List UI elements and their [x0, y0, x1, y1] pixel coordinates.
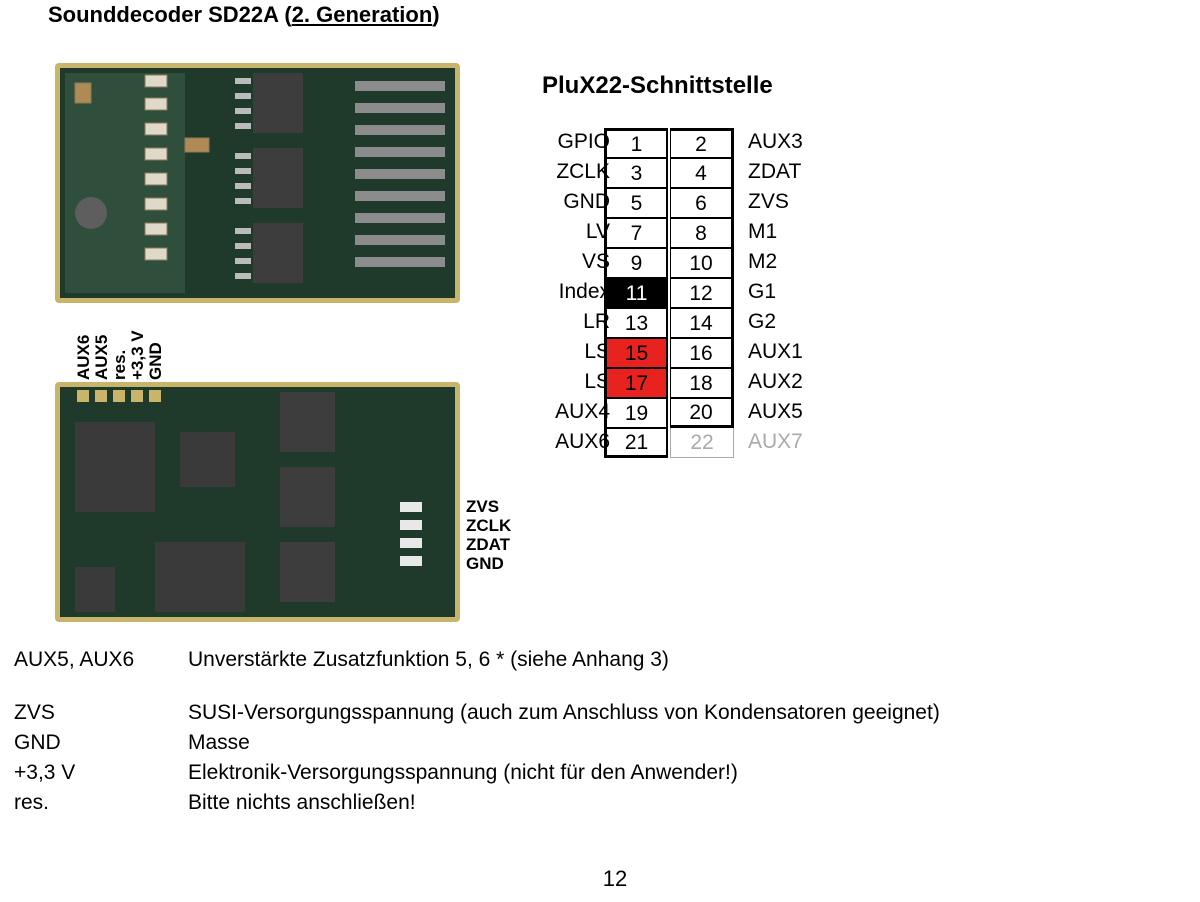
- definition-value: Bitte nichts anschließen!: [188, 791, 416, 814]
- pin-right-name: AUX1: [748, 340, 803, 363]
- page-title: Sounddecoder SD22A (2. Generation): [48, 2, 440, 27]
- pin-left-name: LV: [585, 220, 610, 243]
- pin-number: 6: [670, 188, 734, 218]
- pin-row: AUX6 21 22 AUX7: [520, 428, 840, 458]
- pin-right-name: AUX5: [748, 400, 803, 423]
- definition-key: res.: [14, 791, 50, 814]
- pin-row: LR 13 14 G2: [520, 308, 840, 338]
- pin-number: 14: [670, 308, 734, 338]
- pin-right-name: ZVS: [748, 190, 789, 213]
- decoder-bottom-photo: [55, 382, 460, 622]
- pin-left-name: GND: [563, 190, 610, 213]
- pin-right-name: G2: [748, 310, 777, 333]
- label-gnd-side: GND: [466, 554, 504, 573]
- pin-number: 1: [604, 128, 668, 158]
- definition-value: Unverstärkte Zusatzfunktion 5, 6 * (sieh…: [188, 648, 669, 671]
- pin-row: VS 9 10 M2: [520, 248, 840, 278]
- pin-number: 4: [670, 158, 734, 188]
- pin-right-name: M1: [748, 220, 778, 243]
- pin-number: 7: [604, 218, 668, 248]
- page-number: 12: [602, 866, 628, 891]
- definition-key: GND: [14, 731, 61, 754]
- pin-row: GPIO 1 2 AUX3: [520, 128, 840, 158]
- pin-left-name: LR: [583, 310, 610, 333]
- pin-number-index: 11: [604, 278, 668, 308]
- pin-left-name: ZCLK: [556, 160, 610, 183]
- label-aux5: AUX5: [92, 334, 111, 380]
- label-aux6: AUX6: [74, 334, 93, 380]
- pin-row: LS 17 18 AUX2: [520, 368, 840, 398]
- label-3v3: +3,3 V: [128, 330, 147, 380]
- board-labels-vertical: AUX6 AUX5 res. +3,3 V GND: [74, 322, 184, 380]
- pin-right-name: ZDAT: [748, 160, 802, 183]
- pin-number: 10: [670, 248, 734, 278]
- pin-number: 9: [604, 248, 668, 278]
- pin-row: Index 11 12 G1: [520, 278, 840, 308]
- plux-title: PluX22-Schnittstelle: [542, 72, 773, 99]
- pin-right-name: AUX2: [748, 370, 803, 393]
- label-zclk: ZCLK: [466, 516, 512, 535]
- pin-number: 20: [670, 398, 734, 428]
- pin-right-name: AUX3: [748, 130, 803, 153]
- label-res: res.: [110, 349, 129, 380]
- label-gnd: GND: [146, 342, 165, 380]
- pin-number: 18: [670, 368, 734, 398]
- pin-number: 13: [604, 308, 668, 338]
- definition-value: SUSI-Versorgungsspannung (auch zum Ansch…: [188, 701, 940, 724]
- pin-left-name: AUX6: [555, 430, 610, 453]
- board-labels-side: ZVS ZCLK ZDAT GND: [466, 497, 511, 573]
- pin-number: 19: [604, 398, 668, 428]
- definition-key: +3,3 V: [14, 761, 76, 784]
- pin-number: 2: [670, 128, 734, 158]
- pin-left-name: AUX4: [555, 400, 610, 423]
- pin-number: 3: [604, 158, 668, 188]
- pin-right-name-unused: AUX7: [748, 430, 803, 453]
- pin-left-name: Index: [558, 280, 610, 303]
- pin-left-name: VS: [581, 250, 610, 273]
- pin-number: 21: [604, 428, 668, 458]
- pin-left-name: LS: [584, 370, 610, 393]
- label-zvs: ZVS: [466, 497, 500, 516]
- pin-right-name: G1: [748, 280, 777, 303]
- label-zdat: ZDAT: [466, 535, 511, 554]
- decoder-top-photo: [55, 63, 460, 303]
- definition-key: ZVS: [14, 701, 55, 724]
- pin-number-speaker: 15: [604, 338, 668, 368]
- pin-number-speaker: 17: [604, 368, 668, 398]
- pin-number: 8: [670, 218, 734, 248]
- pin-number: 5: [604, 188, 668, 218]
- pin-right-name: M2: [748, 250, 778, 273]
- pin-left-name: LS: [584, 340, 610, 363]
- definition-value: Masse: [188, 731, 250, 754]
- definition-key: AUX5, AUX6: [14, 648, 135, 671]
- pin-number-unused: 22: [670, 428, 734, 458]
- pin-number: 12: [670, 278, 734, 308]
- pin-left-name: GPIO: [557, 130, 610, 153]
- pin-row: LV 7 8 M1: [520, 218, 840, 248]
- pin-row: GND 5 6 ZVS: [520, 188, 840, 218]
- pin-row: AUX4 19 20 AUX5: [520, 398, 840, 428]
- pin-number: 16: [670, 338, 734, 368]
- pin-row: ZCLK 3 4 ZDAT: [520, 158, 840, 188]
- pin-row: LS 15 16 AUX1: [520, 338, 840, 368]
- definition-value: Elektronik-Versorgungsspannung (nicht fü…: [188, 761, 738, 784]
